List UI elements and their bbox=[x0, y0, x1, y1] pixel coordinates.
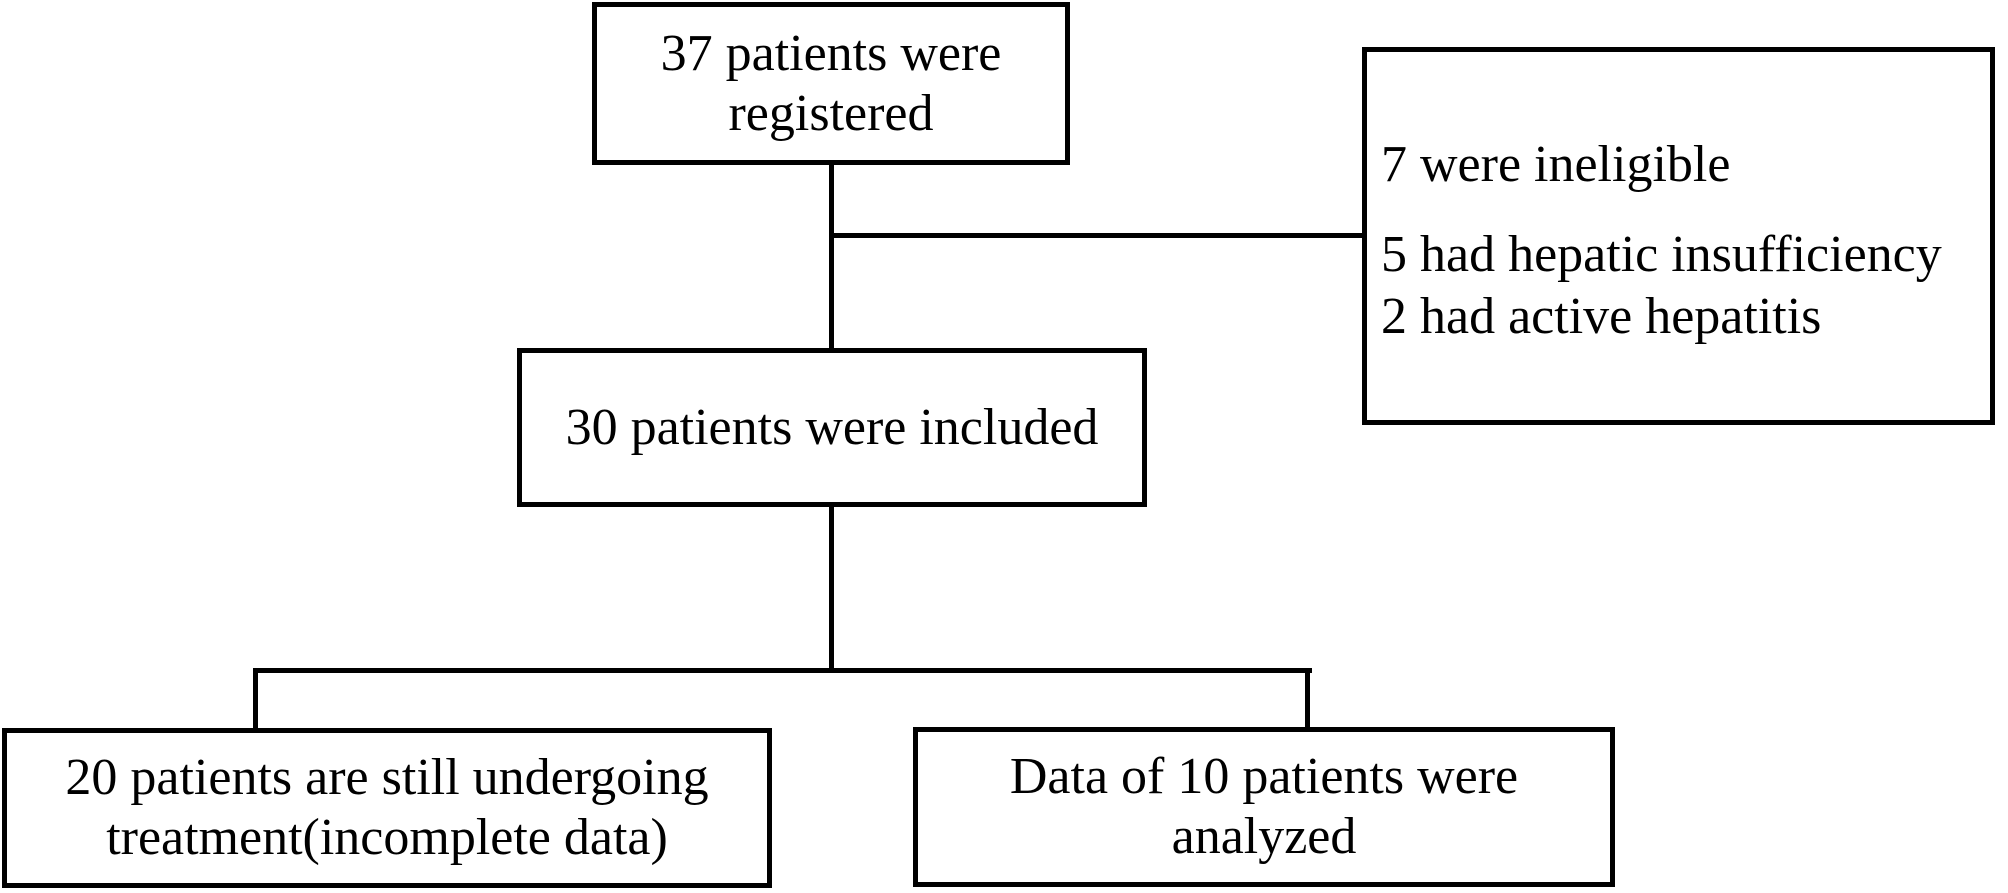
flow-box-excluded: 7 were ineligible 5 had hepatic insuffic… bbox=[1362, 47, 1995, 425]
flow-box-included: 30 patients were included bbox=[517, 348, 1147, 507]
analyzed-text-line1: Data of 10 patients were bbox=[1009, 748, 1519, 805]
connector-branch-horizontal bbox=[253, 668, 1312, 673]
registered-text-line2: registered bbox=[728, 84, 934, 142]
connector-branch-to-excluded bbox=[829, 233, 1362, 238]
excluded-text-line1: 7 were ineligible bbox=[1381, 136, 1731, 193]
connector-included-to-branch bbox=[829, 507, 834, 673]
connector-branch-to-analyzed bbox=[1305, 668, 1310, 727]
undergoing-text-line1: 20 patients are still undergoing bbox=[65, 749, 709, 806]
connector-branch-to-undergoing bbox=[253, 668, 258, 728]
analyzed-text-line2: analyzed bbox=[1171, 808, 1357, 865]
connector-registered-to-included bbox=[829, 165, 834, 348]
registered-text-line1: 37 patients were bbox=[660, 24, 1002, 82]
undergoing-text-line2: treatment(incomplete data) bbox=[106, 809, 668, 866]
included-text: 30 patients were included bbox=[565, 398, 1099, 456]
flow-box-registered: 37 patients were registered bbox=[592, 2, 1070, 165]
excluded-text-line3: 2 had active hepatitis bbox=[1381, 288, 1822, 345]
flow-box-undergoing-treatment: 20 patients are still undergoing treatme… bbox=[2, 728, 772, 888]
excluded-text-line2: 5 had hepatic insufficiency bbox=[1381, 226, 1942, 283]
flow-box-analyzed: Data of 10 patients were analyzed bbox=[913, 727, 1615, 887]
